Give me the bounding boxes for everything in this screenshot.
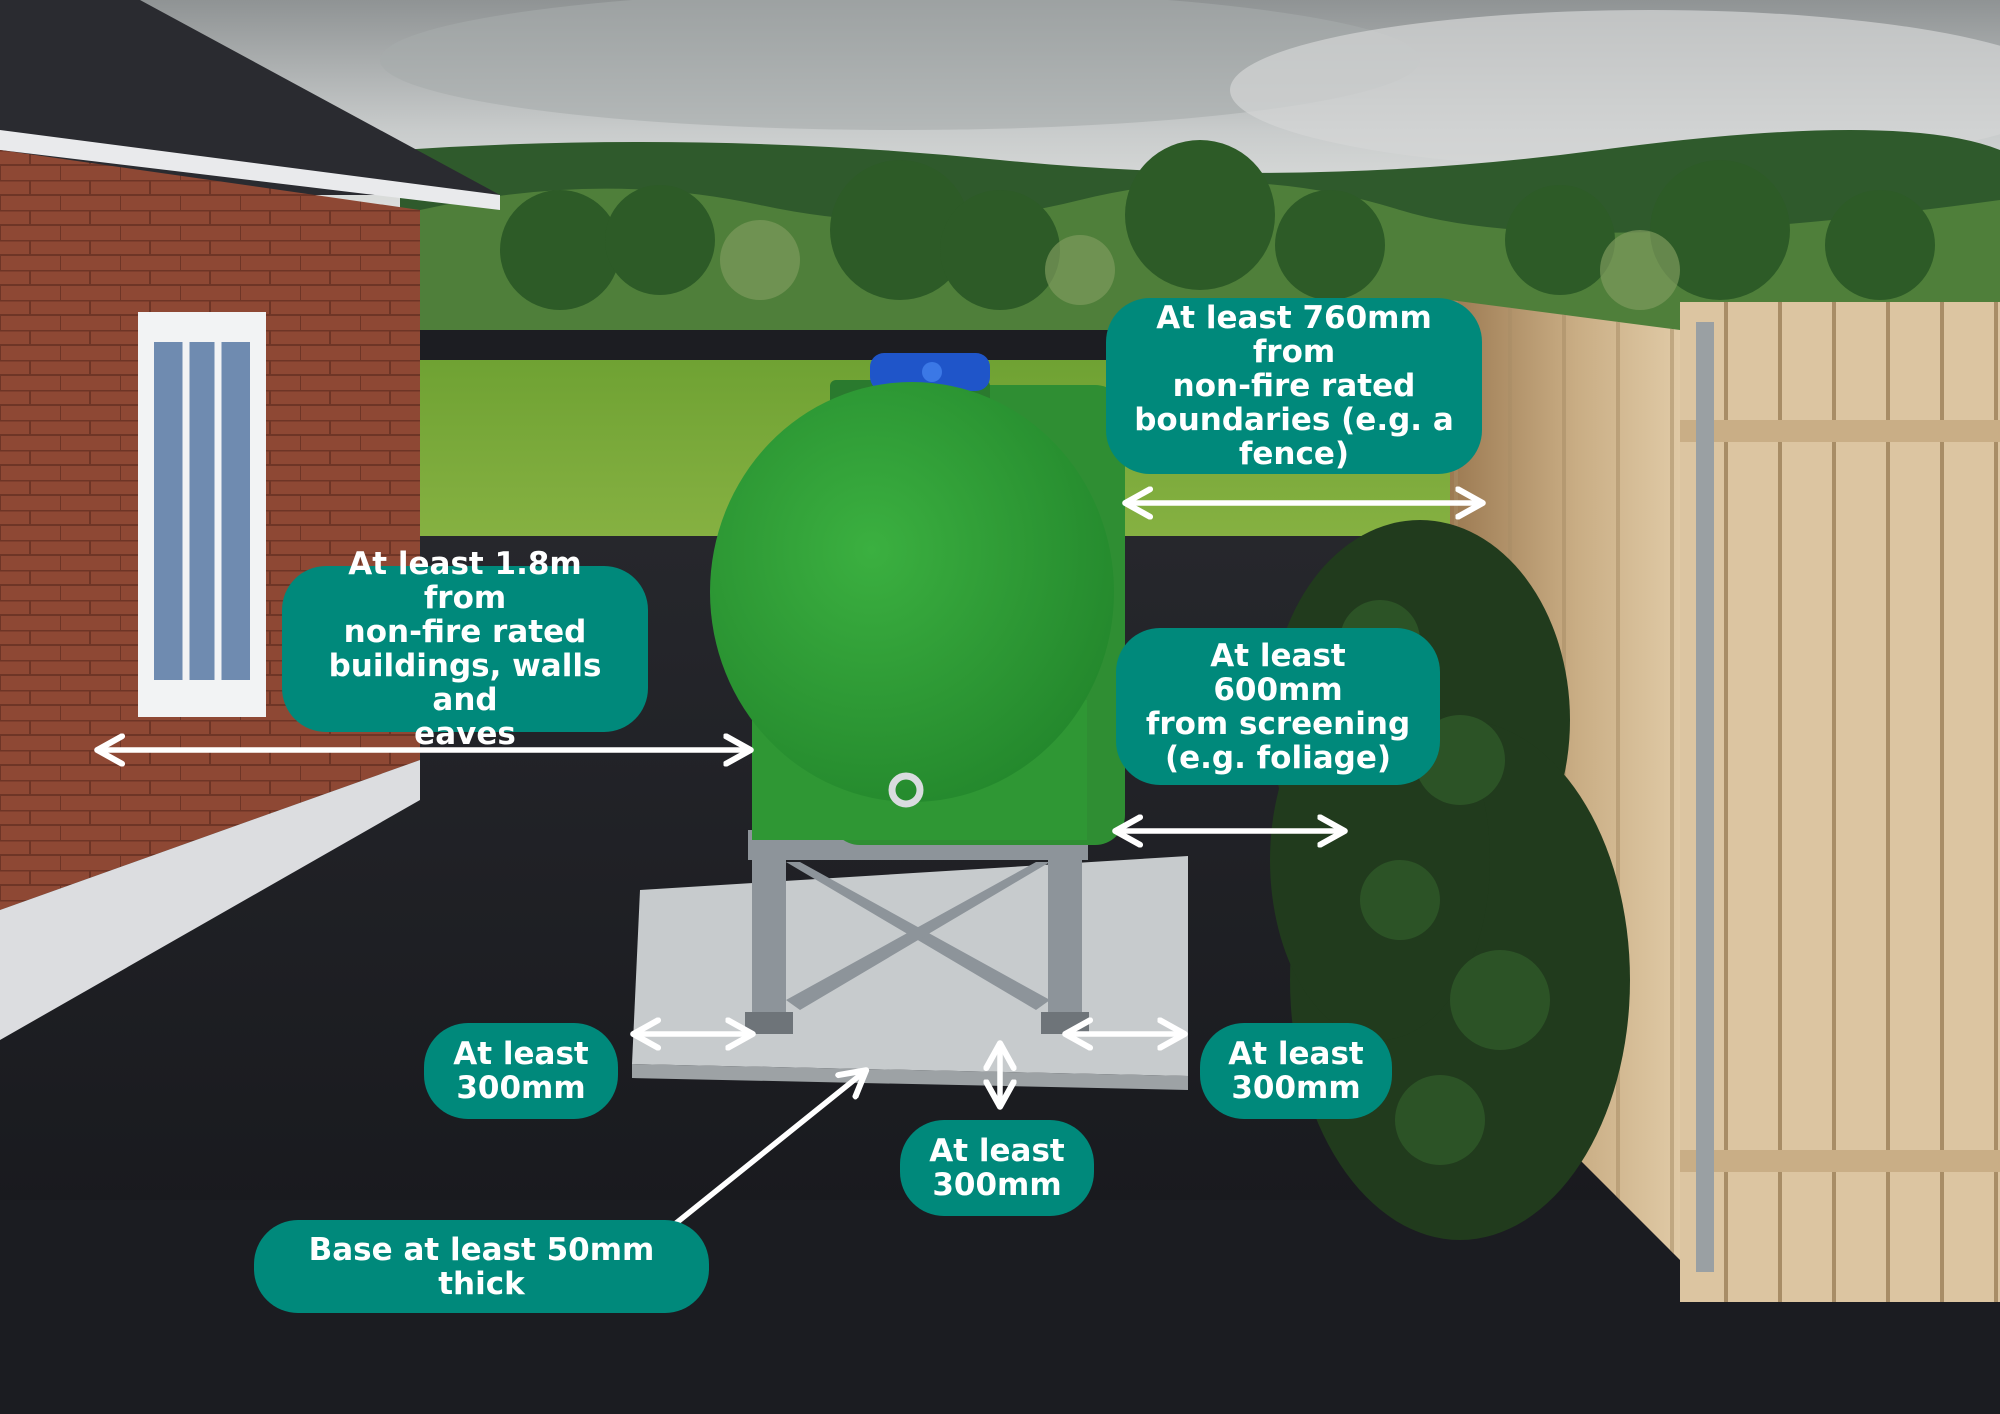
- callout-base-front: At least 300mm: [900, 1120, 1094, 1216]
- callout-building-clearance: At least 1.8m from non-fire rated buildi…: [282, 547, 648, 751]
- tank-valve: [888, 772, 924, 808]
- measurement-arrows: [100, 503, 1480, 1231]
- base-thickness-pointer: [667, 1072, 864, 1231]
- fence-post: [1696, 322, 1714, 1272]
- callout-base-thickness: Base at least 50mm thick: [254, 1220, 709, 1313]
- fuel-tank: [710, 353, 1125, 845]
- concrete-base: [632, 856, 1188, 1076]
- callout-base-right: At least 300mm: [1200, 1023, 1392, 1119]
- treeline: [500, 140, 1935, 310]
- callout-boundary-clearance: At least 760mm from non-fire rated bound…: [1106, 298, 1482, 474]
- callout-screening-clearance: At least 600mm from screening (e.g. foli…: [1116, 628, 1440, 785]
- tank-stand: [748, 830, 1088, 1020]
- callout-base-left: At least 300mm: [424, 1023, 618, 1119]
- fence: [1450, 300, 2000, 1302]
